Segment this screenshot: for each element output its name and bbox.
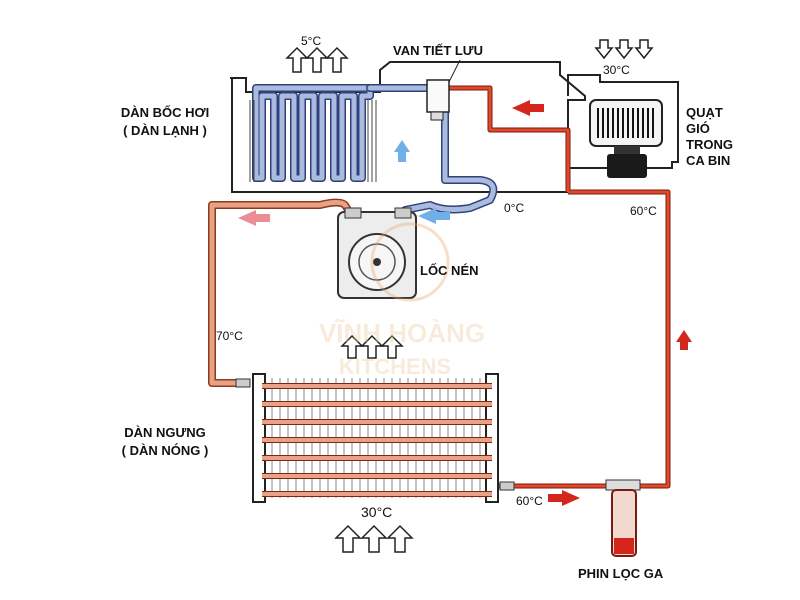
flow-arrows [238, 100, 692, 506]
watermark-line2: KITCHENS [339, 354, 451, 379]
cabin-fan-label-line1: QUẠT [686, 105, 723, 120]
discharge-pipe [208, 198, 352, 387]
liquid-line-temp: 60°C [630, 204, 657, 218]
evaporator-coil [249, 84, 377, 182]
discharge-temp: 70°C [216, 329, 243, 343]
evaporator-label-line2: ( DÀN LẠNH ) [123, 123, 207, 138]
hot-flow-arrow-right [548, 490, 580, 506]
airflow-arrows [285, 39, 654, 553]
cabin-fan-label-line2: GIÓ [686, 121, 710, 136]
hot-flow-arrow-up [676, 330, 692, 350]
cabin-air-arrows [594, 39, 654, 60]
fan-housing [567, 74, 679, 169]
condenser-label-line1: DÀN NGƯNG [124, 425, 206, 440]
expansion-valve [426, 59, 461, 121]
warm-flow-arrow-left [238, 210, 270, 226]
watermark: VĨNH HOÀNG KITCHENS [319, 222, 485, 379]
cabin-fan-label-line3: TRONG [686, 137, 733, 152]
filter-drier [605, 479, 641, 557]
condenser-air-arrows-bottom [334, 524, 414, 553]
filter-drier-label: PHIN LỌC GA [578, 566, 664, 581]
compressor-label: LỐC NÉN [420, 263, 479, 278]
cold-flow-arrow-left [418, 208, 450, 224]
condenser-air-temp: 30°C [361, 504, 393, 520]
hot-flow-arrow-left [512, 100, 544, 116]
cabin-air-temp: 30°C [603, 63, 630, 77]
expansion-valve-label: VAN TIẾT LƯU [393, 43, 483, 58]
compressor [337, 207, 417, 299]
evaporator-air-temp: 5°C [301, 34, 322, 48]
condenser-label-line2: ( DÀN NÓNG ) [121, 443, 209, 458]
suction-temp: 0°C [504, 201, 525, 215]
condenser [235, 373, 515, 503]
cabin-fan [589, 99, 663, 178]
evaporator-label-line1: DÀN BỐC HƠI [120, 105, 210, 120]
watermark-line1: VĨNH HOÀNG [319, 318, 485, 348]
cold-flow-arrow-up [394, 140, 410, 162]
condenser-air-arrows-top [340, 334, 404, 359]
evaporator-air-arrows [285, 46, 349, 73]
condenser-outlet-temp: 60°C [516, 494, 543, 508]
cabin-fan-label-line4: CA BIN [686, 153, 731, 168]
